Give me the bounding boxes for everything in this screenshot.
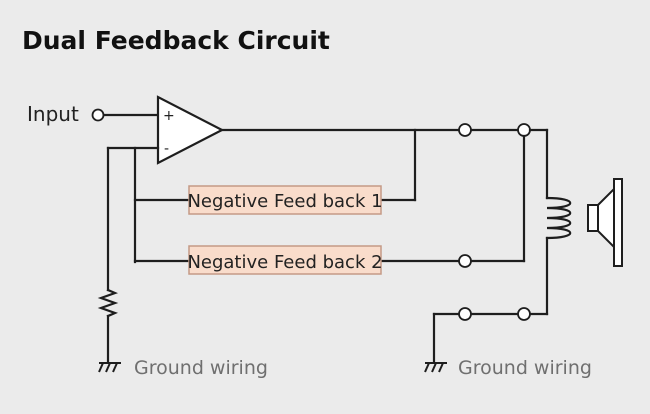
feedback-block-1 xyxy=(188,185,382,215)
input-label: Input xyxy=(27,102,79,126)
page-title: Dual Feedback Circuit xyxy=(22,26,330,55)
feedback2-terminal-icon xyxy=(458,254,472,268)
input-terminal-icon xyxy=(91,108,105,122)
output-terminal-1-icon xyxy=(458,123,472,137)
ground-label-left: Ground wiring xyxy=(134,357,268,379)
ground-terminal-1-icon xyxy=(458,307,472,321)
inductor-coil-icon xyxy=(545,196,572,240)
feedback-block-2 xyxy=(188,245,382,275)
opamp-minus-sign: - xyxy=(164,141,169,157)
ground-symbol-left-icon xyxy=(98,362,121,373)
opamp-plus-sign: + xyxy=(163,108,175,124)
ground-terminal-2-icon xyxy=(517,307,531,321)
ground-symbol-right-icon xyxy=(424,362,447,373)
feedback-block-2-label: Negative Feed back 2 xyxy=(187,252,382,273)
ground-label-right: Ground wiring xyxy=(458,357,592,379)
resistor-icon xyxy=(97,288,119,318)
output-terminal-2-icon xyxy=(517,123,531,137)
speaker-icon xyxy=(587,178,623,267)
amplifier-triangle-icon: + - xyxy=(156,95,225,165)
feedback-block-1-label: Negative Feed back 1 xyxy=(187,191,382,212)
